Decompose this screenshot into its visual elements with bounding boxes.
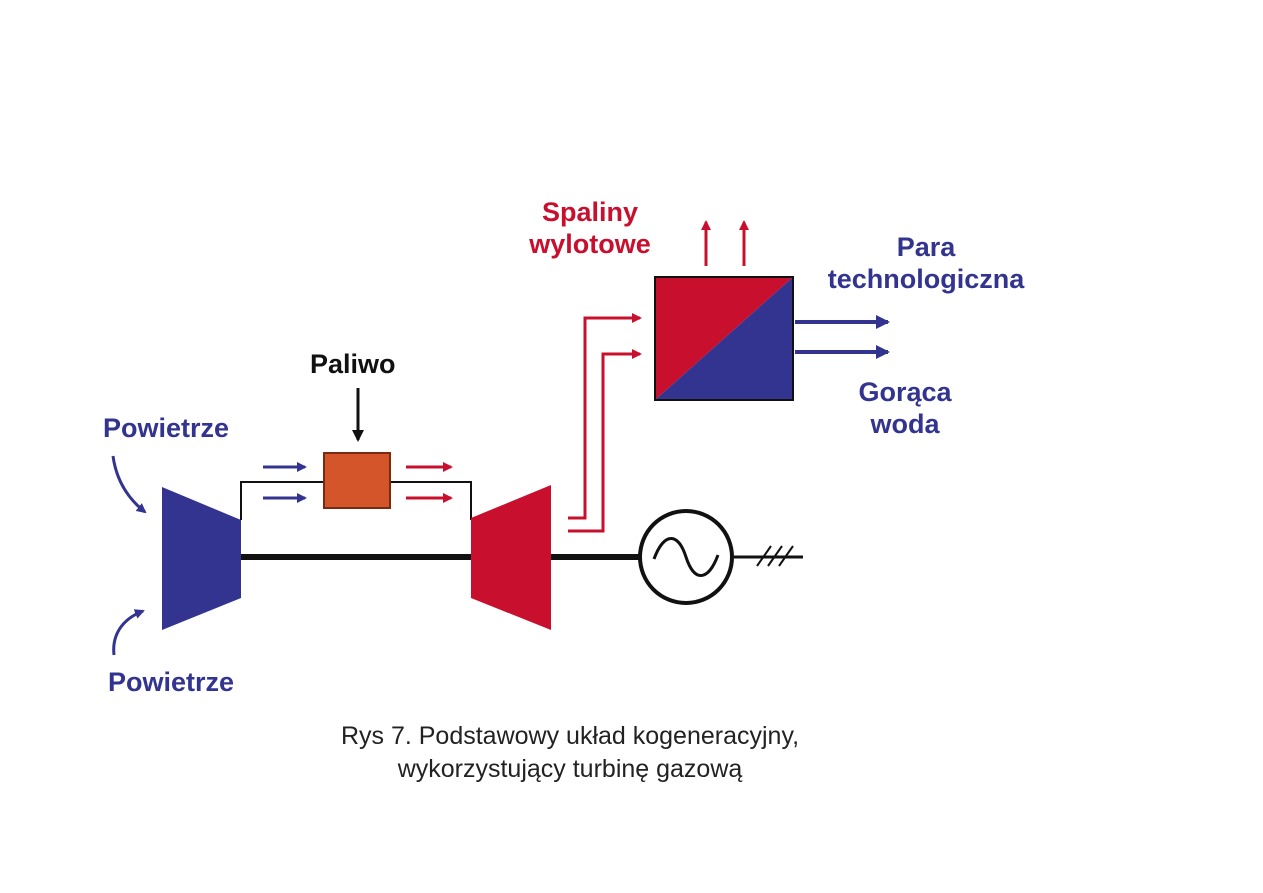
combustion-chamber-icon — [323, 452, 391, 509]
caption-line1: Rys 7. Podstawowy układ kogeneracyjny, — [340, 722, 800, 750]
fuel-label: Paliwo — [310, 349, 396, 379]
ground-icon — [756, 545, 794, 567]
exhaust-label-line1: Spaliny — [541, 197, 639, 227]
steam-label-line2: technologiczna — [827, 264, 1025, 294]
exhaust-line-inner — [568, 349, 642, 533]
air-inlet-arrow-bottom — [112, 609, 145, 656]
hot-water-label-line1: Gorąca — [858, 377, 952, 407]
exhaust-label-line2: wylotowe — [529, 229, 651, 259]
exhaust-line-outer — [568, 313, 642, 520]
figure-caption: Rys 7. Podstawowy układ kogeneracyjny, w… — [240, 720, 900, 786]
exhaust-label: Spaliny wylotowe — [500, 196, 680, 260]
air-inlet-arrow-top — [111, 455, 147, 514]
caption-line2: wykorzystujący turbinę gazową — [397, 755, 743, 783]
hot-water-label-line2: woda — [870, 409, 940, 439]
air-label-top: Powietrze — [103, 413, 230, 443]
heat-exchanger-icon — [654, 276, 794, 401]
steam-label-line1: Para — [896, 232, 956, 262]
generator-icon — [638, 509, 734, 605]
air-label-bottom: Powietrze — [108, 667, 235, 697]
hot-water-label: Gorąca woda — [830, 376, 980, 440]
turbine-icon — [471, 485, 551, 630]
compressor-icon — [162, 487, 241, 630]
steam-label: Para technologiczna — [805, 231, 1047, 295]
